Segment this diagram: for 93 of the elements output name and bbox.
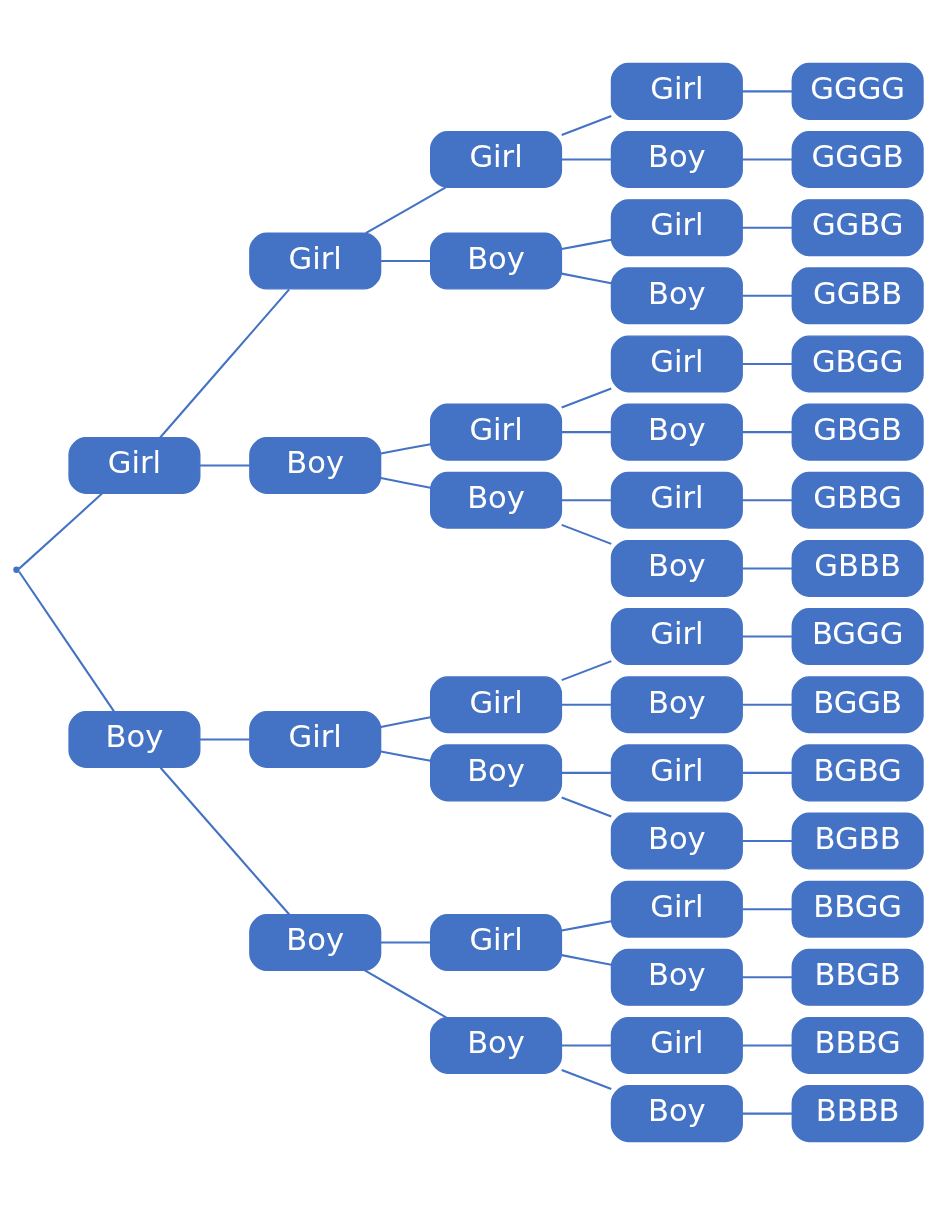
connector [200,464,250,467]
node-box: Boy [610,812,743,870]
connector [380,477,431,489]
connector [742,635,793,638]
connector [561,431,612,434]
connector [561,272,612,285]
connector [380,750,431,762]
connector [742,771,793,774]
node-box: BGBG [791,744,924,802]
node-box: Girl [429,131,563,189]
connector [365,186,447,234]
connector [380,941,431,944]
connector [159,767,291,916]
connector [561,114,612,136]
connector [742,499,793,502]
node-box: BBBG [791,1016,924,1074]
connector [742,158,793,161]
connector [561,1044,612,1047]
node-box: Boy [610,403,743,461]
node-box: Girl [249,711,382,768]
connector [561,158,612,161]
node-box: Boy [610,948,743,1006]
node-box: Girl [610,744,743,802]
node-box: Girl [610,62,743,120]
connector [742,362,793,366]
node-box: BBGG [791,880,924,938]
connector [561,387,612,409]
node-box: Girl [68,437,201,494]
connector [561,796,612,818]
connector [380,443,431,455]
node-box: Boy [429,744,563,802]
node-box: GBBG [791,471,924,529]
connector [159,288,290,439]
connector [742,908,793,911]
connector [364,969,447,1019]
node-box: Boy [610,267,743,325]
connector [742,703,793,706]
node-box: Girl [610,199,743,257]
node-box: GBGG [791,335,924,393]
node-box: Boy [429,1016,563,1074]
node-box: Girl [429,676,563,734]
node-box: Boy [610,1085,743,1143]
node-box: Girl [610,608,743,666]
connector [742,226,793,229]
node-box: Boy [68,711,201,768]
node-box: Boy [249,914,382,972]
connector [561,1069,612,1091]
node-box: Boy [610,131,743,189]
node-box: Girl [249,232,382,290]
node-box: BGGG [791,608,924,666]
connector [561,771,612,774]
node-box: GGGG [791,62,924,120]
node-box: Girl [610,471,743,529]
connector [742,1112,793,1115]
node-box: GBBB [791,539,924,597]
connector [742,1044,793,1047]
node-box: Girl [429,403,563,461]
connector [200,738,250,741]
connector [18,492,103,570]
node-box: GGBG [791,199,924,257]
connector [742,294,793,297]
node-box: Boy [429,471,563,529]
node-box: BGGB [791,676,924,734]
connector [561,920,612,932]
connector [742,567,793,570]
node-box: GGBB [791,267,924,325]
node-box: GBGB [791,403,924,461]
connector [561,660,612,682]
node-box: BGBB [791,812,924,870]
connector [561,523,612,545]
node-box: Boy [429,232,563,290]
connector [561,238,612,251]
node-box: Boy [249,437,382,494]
node-box: BBBB [791,1085,924,1143]
connector [742,976,793,979]
node-box: Girl [610,1016,743,1074]
connector [561,703,612,706]
node-box: Boy [610,676,743,734]
node-point [13,566,20,573]
connector [742,431,793,434]
connector [561,499,612,502]
connector [561,954,612,966]
node-box: BBGB [791,948,924,1006]
connector [742,90,793,93]
connector [18,571,115,712]
connector [380,260,431,263]
connector [742,839,793,843]
node-box: Girl [610,335,743,393]
node-box: GGGB [791,131,924,189]
node-box: Girl [429,914,563,972]
node-box: Girl [610,880,743,938]
connector [380,716,431,728]
node-box: Boy [610,539,743,597]
